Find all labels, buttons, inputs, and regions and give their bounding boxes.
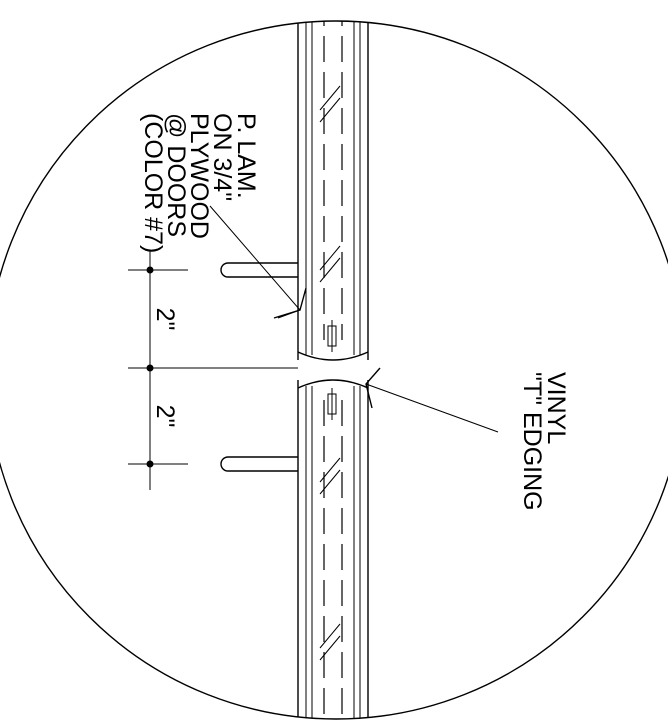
- detail-circle: [0, 20, 668, 720]
- laminate-leader: [209, 205, 301, 319]
- laminate-note-line-2: ON 3/4": [208, 113, 236, 201]
- lower-door-pull: [220, 456, 298, 472]
- lower-door-leaf: [297, 379, 369, 719]
- dimension-lower-label: 2": [151, 405, 179, 428]
- dimension-dot-middle: [146, 364, 154, 372]
- upper-door-leaf: [297, 21, 369, 361]
- laminate-note-line-1: P. LAM.: [232, 113, 260, 199]
- laminate-note-line-3: PLYWOOD: [185, 113, 213, 239]
- dimension-dot-bottom: [146, 460, 154, 468]
- edging-leader: [365, 383, 499, 433]
- laminate-note: P. LAM. ON 3/4" PLYWOOD @ DOORS (COLOR #…: [139, 113, 260, 253]
- laminate-note-line-5: (COLOR #7): [139, 113, 167, 253]
- dimension-dot-top: [146, 266, 154, 274]
- dimension-upper-label: 2": [151, 308, 179, 331]
- edging-leader-arrow: [365, 367, 381, 409]
- dimension-string: 2" 2": [128, 250, 298, 490]
- upper-leaf-vinyl-edge: [297, 351, 369, 361]
- lower-leaf-vinyl-edge: [297, 379, 369, 389]
- edging-note-line-1: VINYL: [542, 372, 570, 444]
- edging-note: VINYL "T" EDGING: [518, 372, 570, 511]
- edging-note-line-2: "T" EDGING: [518, 372, 546, 511]
- laminate-leader-arrow: [273, 287, 307, 319]
- upper-door-pull: [220, 262, 298, 278]
- laminate-note-line-4: @ DOORS: [162, 113, 190, 237]
